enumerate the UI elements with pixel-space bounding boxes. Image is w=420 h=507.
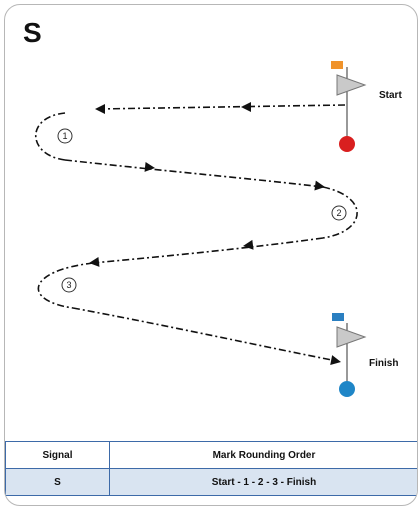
start-label: Start xyxy=(379,90,402,101)
mark-3: 3 xyxy=(61,277,77,293)
arrowhead xyxy=(89,256,100,267)
course-rounding-1 xyxy=(35,112,66,161)
start-line-marker xyxy=(331,61,367,152)
mark-2: 2 xyxy=(331,205,347,221)
course-card: S xyxy=(4,4,418,506)
arrowhead xyxy=(95,104,105,114)
course-leg-start-to-1 xyxy=(96,104,346,110)
course-rounding-2 xyxy=(322,186,358,239)
start-buoy-icon xyxy=(339,136,355,152)
table-cell-rounding-order: Start - 1 - 2 - 3 - Finish xyxy=(109,468,417,496)
course-leg-2-to-3 xyxy=(92,237,324,264)
finish-buoy-icon xyxy=(339,381,355,397)
course-leg-3-to-finish xyxy=(72,307,338,362)
table-header-signal: Signal xyxy=(5,441,110,469)
arrowhead xyxy=(241,102,251,112)
arrowhead xyxy=(330,355,341,366)
table-cell-signal: S xyxy=(5,468,110,496)
mark-1: 1 xyxy=(57,128,73,144)
signal-letter: S xyxy=(23,17,42,48)
signal-table: Signal Mark Rounding Order S Start - 1 -… xyxy=(5,441,417,496)
mark-3-label: 3 xyxy=(66,280,71,290)
table-header-row: Signal Mark Rounding Order xyxy=(5,441,417,469)
arrowhead xyxy=(144,161,155,172)
course-diagram: 1 2 3 Start xyxy=(35,61,402,397)
finish-pennant-icon xyxy=(336,326,367,348)
course-leg-1-to-2 xyxy=(64,159,324,188)
course-rounding-3 xyxy=(37,262,94,309)
mark-2-label: 2 xyxy=(336,208,341,218)
arrowhead xyxy=(314,180,325,191)
start-pennant-icon xyxy=(336,74,367,96)
arrowhead xyxy=(243,239,254,250)
start-flag-icon xyxy=(331,61,343,69)
mark-1-label: 1 xyxy=(62,131,67,141)
table-header-rounding-order: Mark Rounding Order xyxy=(109,441,417,469)
finish-line-marker xyxy=(332,313,367,397)
finish-label: Finish xyxy=(369,358,398,369)
table-row: S Start - 1 - 2 - 3 - Finish xyxy=(5,468,417,496)
finish-flag-icon xyxy=(332,313,344,321)
